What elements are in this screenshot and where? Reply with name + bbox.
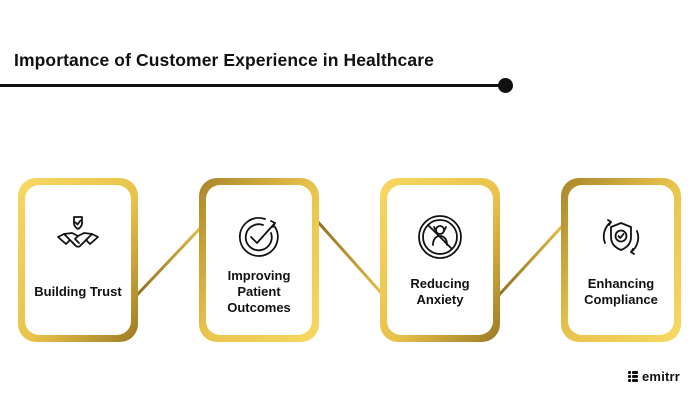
card-label: Reducing Anxiety xyxy=(410,276,470,307)
no-anxiety-icon xyxy=(416,213,464,261)
emitrr-logo-mark-icon xyxy=(628,370,638,382)
connector-3-4 xyxy=(496,220,568,298)
check-target-icon xyxy=(235,213,283,261)
card-label: Enhancing Compliance xyxy=(584,276,658,307)
card-improving-patient-outcomes: Improving Patient Outcomes xyxy=(206,185,312,335)
card-enhancing-compliance: Enhancing Compliance xyxy=(568,185,674,335)
title-underline xyxy=(0,84,506,87)
handshake-shield-icon xyxy=(54,213,102,261)
shield-check-cycle-icon xyxy=(597,213,645,261)
card-label: Improving Patient Outcomes xyxy=(227,268,291,315)
connector-2-3 xyxy=(316,221,386,297)
card-label: Building Trust xyxy=(34,284,122,299)
emitrr-logo: emitrr xyxy=(628,368,680,384)
page-title: Importance of Customer Experience in Hea… xyxy=(14,50,434,70)
brand-name: emitrr xyxy=(642,368,681,384)
card-building-trust: Building Trust xyxy=(25,185,131,335)
card-reducing-anxiety: Reducing Anxiety xyxy=(387,185,493,335)
title-underline-dot xyxy=(498,78,513,93)
connector-1-2 xyxy=(134,220,208,298)
